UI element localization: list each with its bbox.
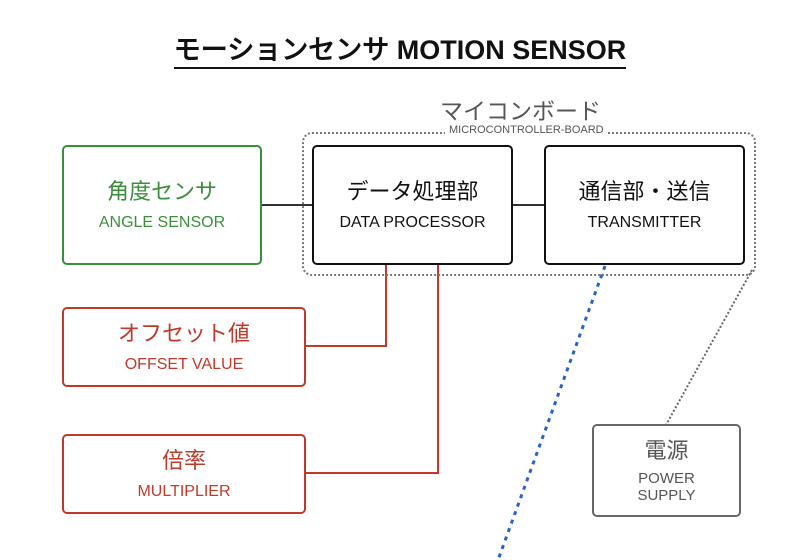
transmitter-node[interactable]: 通信部・送信 TRANSMITTER: [544, 145, 745, 265]
multiplier-en: MULTIPLIER: [137, 483, 231, 501]
transmitter-en: TRANSMITTER: [587, 214, 702, 232]
link-wireless: [496, 265, 607, 560]
power-supply-en: POWER SUPPLY: [637, 469, 696, 504]
angle-sensor-jp: 角度センサ: [106, 178, 217, 204]
power-supply-node[interactable]: 電源 POWER SUPPLY: [592, 424, 741, 517]
angle-sensor-node[interactable]: 角度センサ ANGLE SENSOR: [62, 145, 262, 265]
offset-value-en: OFFSET VALUE: [124, 356, 244, 374]
link-power: [665, 269, 753, 426]
link-offset-processor: [306, 262, 387, 347]
multiplier-jp: 倍率: [161, 447, 206, 473]
diagram-title: モーションセンサ MOTION SENSOR: [0, 28, 800, 69]
data-processor-jp: データ処理部: [346, 178, 479, 204]
board-label-en: MICROCONTROLLER-BOARD: [445, 124, 608, 136]
data-processor-node[interactable]: データ処理部 DATA PROCESSOR: [312, 145, 513, 265]
angle-sensor-en: ANGLE SENSOR: [98, 214, 226, 232]
power-supply-jp: 電源: [644, 438, 689, 464]
board-label-jp: マイコンボード: [440, 98, 601, 124]
multiplier-node[interactable]: 倍率 MULTIPLIER: [62, 434, 306, 514]
link-multiplier-processor: [306, 262, 439, 474]
offset-value-jp: オフセット値: [117, 320, 250, 346]
offset-value-node[interactable]: オフセット値 OFFSET VALUE: [62, 307, 306, 387]
data-processor-en: DATA PROCESSOR: [339, 214, 486, 232]
transmitter-jp: 通信部・送信: [578, 178, 711, 204]
